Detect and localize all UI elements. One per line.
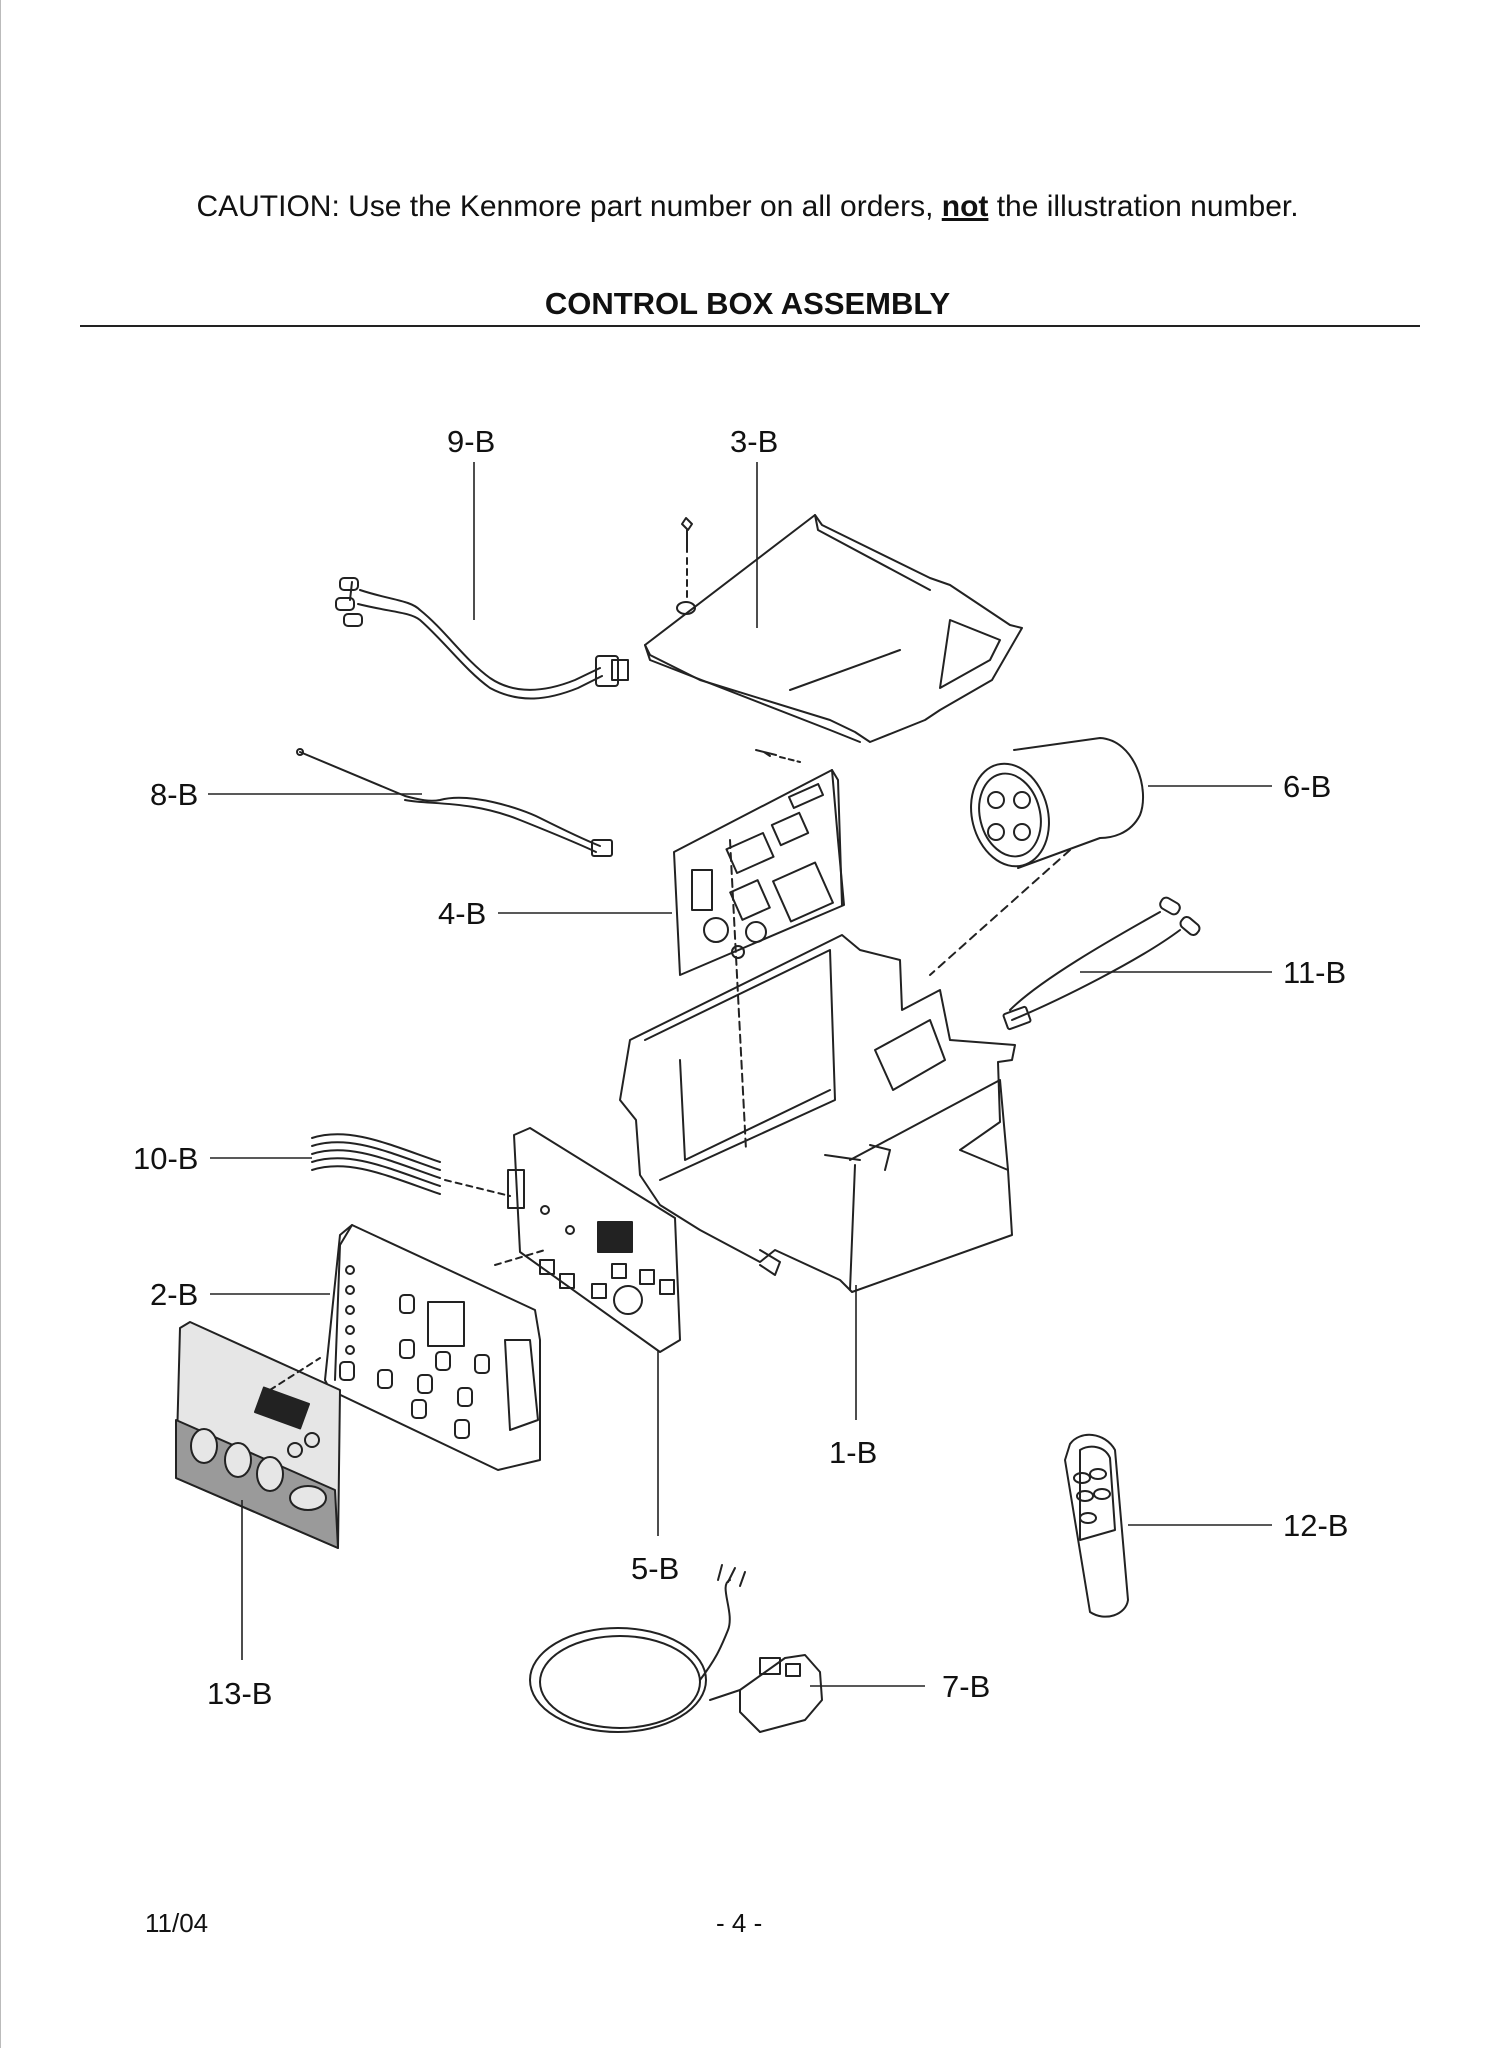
section-title: CONTROL BOX ASSEMBLY (544, 286, 951, 321)
callout-8b: 8-B (150, 777, 198, 812)
cover-part (644, 514, 1023, 743)
callout-10b: 10-B (133, 1141, 198, 1176)
membrane-overlay-part (175, 1321, 341, 1549)
callout-7b: 7-B (942, 1669, 990, 1704)
capacitor-wire-part (1002, 896, 1201, 1031)
caution-note: CAUTION: Use the Kenmore part number on … (0, 190, 1495, 224)
title-rule (80, 325, 1420, 327)
remote-control-part (1064, 1434, 1129, 1618)
caution-text-start: CAUTION: Use the Kenmore part number on … (196, 190, 942, 223)
caution-emphasis: not (941, 190, 989, 223)
page-edge (0, 0, 1, 2048)
display-pcb-part (494, 1127, 681, 1353)
power-cord-part (529, 1564, 823, 1733)
wire-harness-part (335, 577, 629, 700)
footer-date: 11/04 (145, 1908, 209, 1938)
caution-text-end: the illustration number. (988, 190, 1299, 223)
ribbon-cable-part (311, 1133, 511, 1197)
callout-9b: 9-B (447, 424, 495, 459)
callout-13b: 13-B (207, 1676, 272, 1711)
page-number: - 4 - (716, 1908, 763, 1938)
capacitor-part (929, 737, 1145, 976)
sensor-wire-part (296, 748, 613, 857)
callout-11b: 11-B (1283, 955, 1346, 990)
control-box-part (619, 839, 1016, 1293)
callout-1b: 1-B (829, 1435, 877, 1470)
callout-2b: 2-B (150, 1277, 198, 1312)
cover-screw (681, 517, 693, 599)
callout-6b: 6-B (1283, 769, 1331, 804)
callout-3b: 3-B (730, 424, 778, 459)
callout-12b: 12-B (1283, 1508, 1348, 1543)
main-pcb-part (673, 749, 845, 976)
callout-4b: 4-B (438, 896, 486, 931)
callout-5b: 5-B (631, 1551, 679, 1586)
